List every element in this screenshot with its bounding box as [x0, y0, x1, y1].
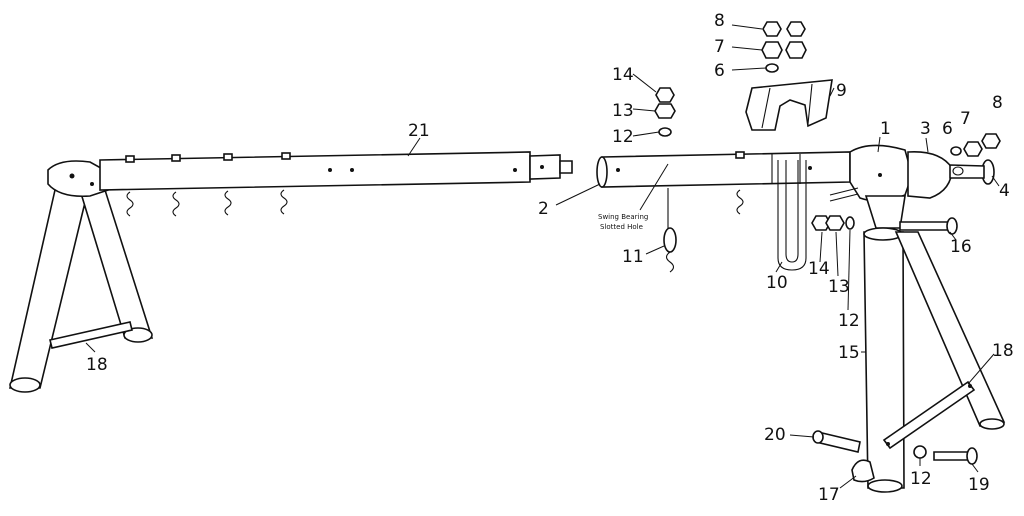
u-bolt-10 — [777, 160, 807, 271]
label-13b: 13 — [828, 277, 850, 297]
hardware-side-bolt-stack — [811, 187, 859, 231]
label-12b: 12 — [838, 311, 860, 331]
label-8a: 8 — [714, 11, 725, 31]
label-18a: 18 — [86, 355, 108, 375]
label-19: 19 — [968, 475, 990, 495]
label-8b: 8 — [992, 93, 1003, 113]
label-10: 10 — [766, 273, 788, 293]
u-bracket-9 — [745, 79, 833, 131]
label-7b: 7 — [960, 109, 971, 129]
corner-fitting-1 — [849, 144, 913, 229]
bolt-16 — [899, 217, 958, 235]
label-4: 4 — [999, 181, 1010, 201]
foot-cap-17 — [851, 459, 875, 483]
pin-20 — [812, 430, 861, 453]
label-12a: 12 — [612, 127, 634, 147]
label-21: 21 — [408, 121, 430, 141]
label-18b: 18 — [992, 341, 1014, 361]
label-6b: 6 — [942, 119, 953, 139]
label-1: 1 — [880, 119, 891, 139]
note-slotted-hole: Slotted Hole — [600, 223, 643, 231]
label-3: 3 — [920, 119, 931, 139]
label-2: 2 — [538, 199, 549, 219]
label-11: 11 — [622, 247, 644, 267]
left-beam-tube-21 — [99, 151, 573, 191]
label-14b: 14 — [808, 259, 830, 279]
label-6a: 6 — [714, 61, 725, 81]
label-15: 15 — [838, 343, 860, 363]
brace-18-right — [882, 380, 976, 450]
left-beam-swing-hangers — [125, 152, 291, 217]
label-14a: 14 — [612, 65, 634, 85]
label-20: 20 — [764, 425, 786, 445]
hardware-right-end — [950, 133, 1001, 157]
label-9: 9 — [836, 81, 847, 101]
label-12c: 12 — [910, 469, 932, 489]
swing-bearing-11 — [663, 188, 677, 273]
note-swing-bearing: Swing Bearing — [598, 213, 648, 221]
label-7a: 7 — [714, 37, 725, 57]
left-a-frame — [8, 160, 154, 393]
part-number-labels: 1 2 3 4 6 6 7 7 8 8 9 10 11 12 12 12 13 … — [86, 11, 1014, 505]
eye-bolt-4 — [949, 159, 995, 185]
end-cap-3 — [907, 151, 953, 199]
label-13a: 13 — [612, 101, 634, 121]
right-a-frame-rear-leg — [894, 231, 1006, 430]
label-17: 17 — [818, 485, 840, 505]
right-a-frame-leg-15 — [863, 227, 905, 493]
center-beam-tube-2 — [596, 151, 851, 215]
bolt-19-and-washer-12 — [913, 445, 978, 465]
leader-lines — [85, 24, 1000, 489]
label-16: 16 — [950, 237, 972, 257]
hardware-top-stacks — [654, 21, 807, 137]
